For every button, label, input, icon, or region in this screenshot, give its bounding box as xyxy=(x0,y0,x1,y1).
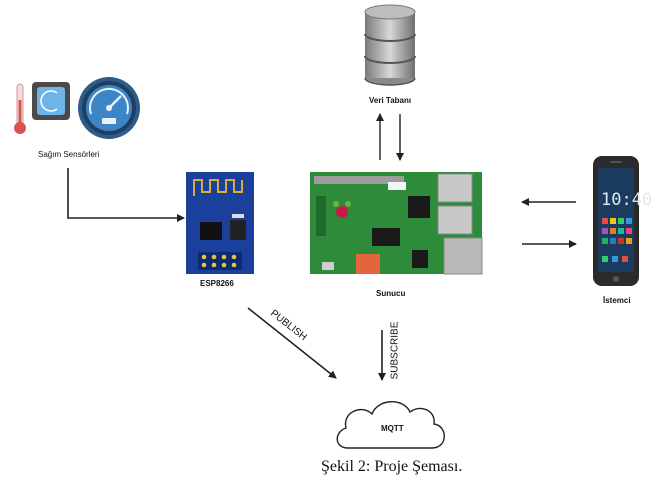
arrow-sensors-to-esp xyxy=(67,168,185,222)
subscribe-label: SUBSCRIBE xyxy=(389,321,401,380)
sensor-box-icon xyxy=(32,82,70,120)
esp-label: ESP8266 xyxy=(200,279,234,288)
client-label: İstemci xyxy=(603,296,631,305)
thermometer-icon xyxy=(14,83,26,134)
database-label: Veri Tabanı xyxy=(369,96,412,105)
phone-clock: 10:40 xyxy=(601,190,653,210)
database-icon xyxy=(364,4,416,86)
figure-caption: Şekil 2: Proje Şeması. xyxy=(321,458,463,475)
mqtt-label: MQTT xyxy=(381,424,404,433)
server-label: Sunucu xyxy=(376,289,406,298)
sensors-label: Sağım Sensörleri xyxy=(38,150,100,159)
cloud-icon xyxy=(336,401,445,449)
smartphone-icon xyxy=(593,156,639,286)
esp8266-board-icon xyxy=(186,172,254,274)
gauge-icon xyxy=(78,77,140,139)
raspberry-pi-board-icon xyxy=(310,172,483,275)
arrow-publish xyxy=(247,307,337,379)
